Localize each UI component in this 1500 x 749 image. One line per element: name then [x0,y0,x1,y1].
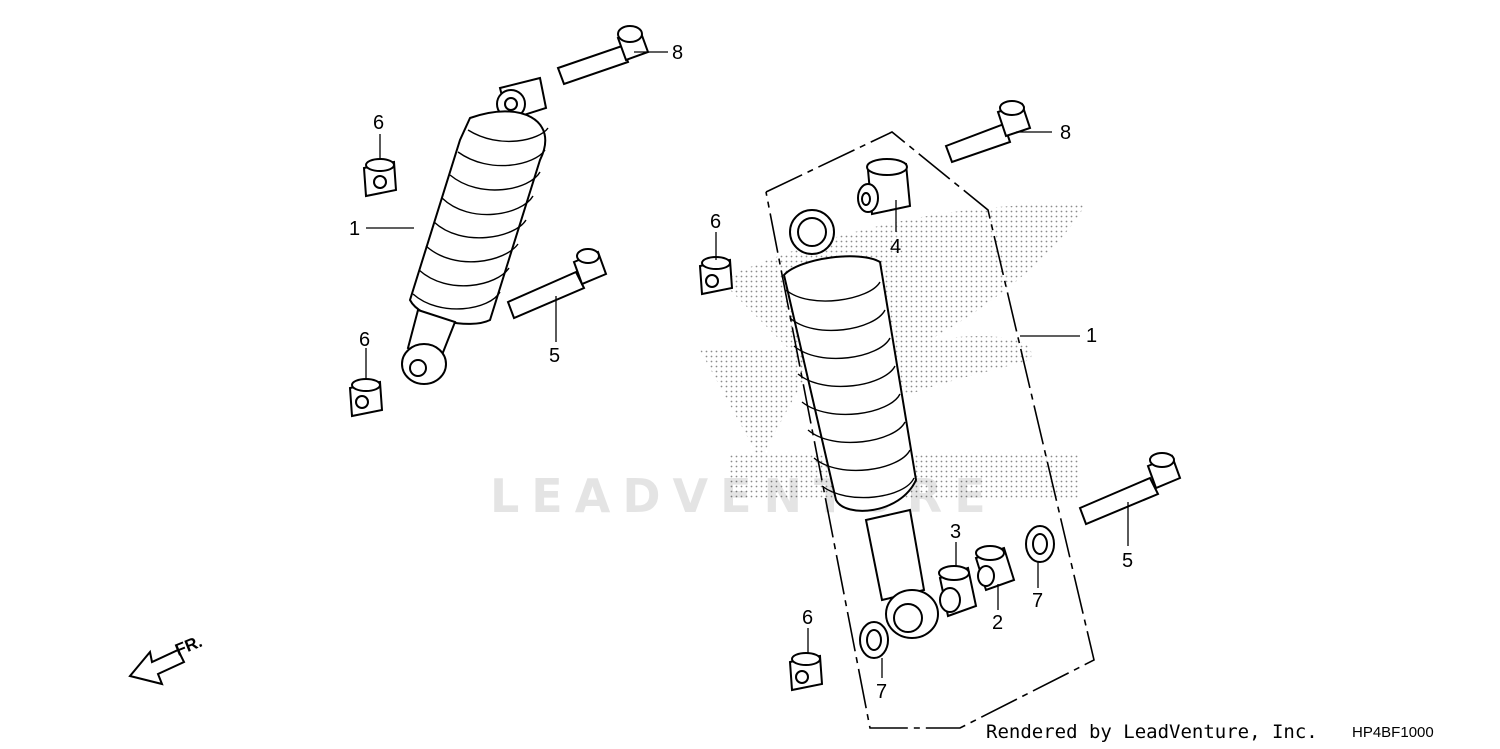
callout-6-lower-left: 6 [359,329,370,351]
nut-6-upper-left [362,158,398,198]
callout-1-right: 1 [1086,325,1097,347]
callout-5-left: 5 [549,345,560,367]
diagram-code: HP4BF1000 [1352,724,1434,741]
bearing-3 [938,565,978,618]
right-shock-absorber [782,209,939,639]
bolt-8-right [944,100,1032,164]
callout-3: 3 [950,521,961,543]
bolt-8-upper-left [556,25,650,86]
bolt-5-right [1078,452,1182,526]
bolt-5-left [506,248,608,320]
collar-2 [974,545,1016,592]
seal-7-right [1025,525,1055,563]
front-arrow-icon [128,648,186,686]
nut-6-lower-left [348,378,384,418]
callout-8-upper-left: 8 [672,42,683,64]
callout-5-right: 5 [1122,550,1133,572]
callout-7-right: 7 [1032,590,1043,612]
callout-4: 4 [890,236,901,258]
nut-6-right-lower [788,652,824,692]
callout-2: 2 [992,612,1003,634]
callout-1-left: 1 [349,218,360,240]
nut-6-right-upper [698,256,734,296]
callout-6-right-lower: 6 [802,607,813,629]
front-direction-label: FR. [172,632,205,660]
callout-6-right-upper: 6 [710,211,721,233]
callout-8-right: 8 [1060,122,1071,144]
callout-6-upper-left: 6 [373,112,384,134]
leader-lines [365,51,1129,678]
left-shock-absorber [401,76,549,385]
bushing-4 [857,158,912,216]
callout-7-lower: 7 [876,681,887,703]
rendered-by-credit: Rendered by LeadVenture, Inc. [986,721,1318,743]
watermark-text: LEADVENTURE [490,469,998,523]
exploded-view-border [765,131,1095,729]
seal-7-lower [859,621,889,659]
